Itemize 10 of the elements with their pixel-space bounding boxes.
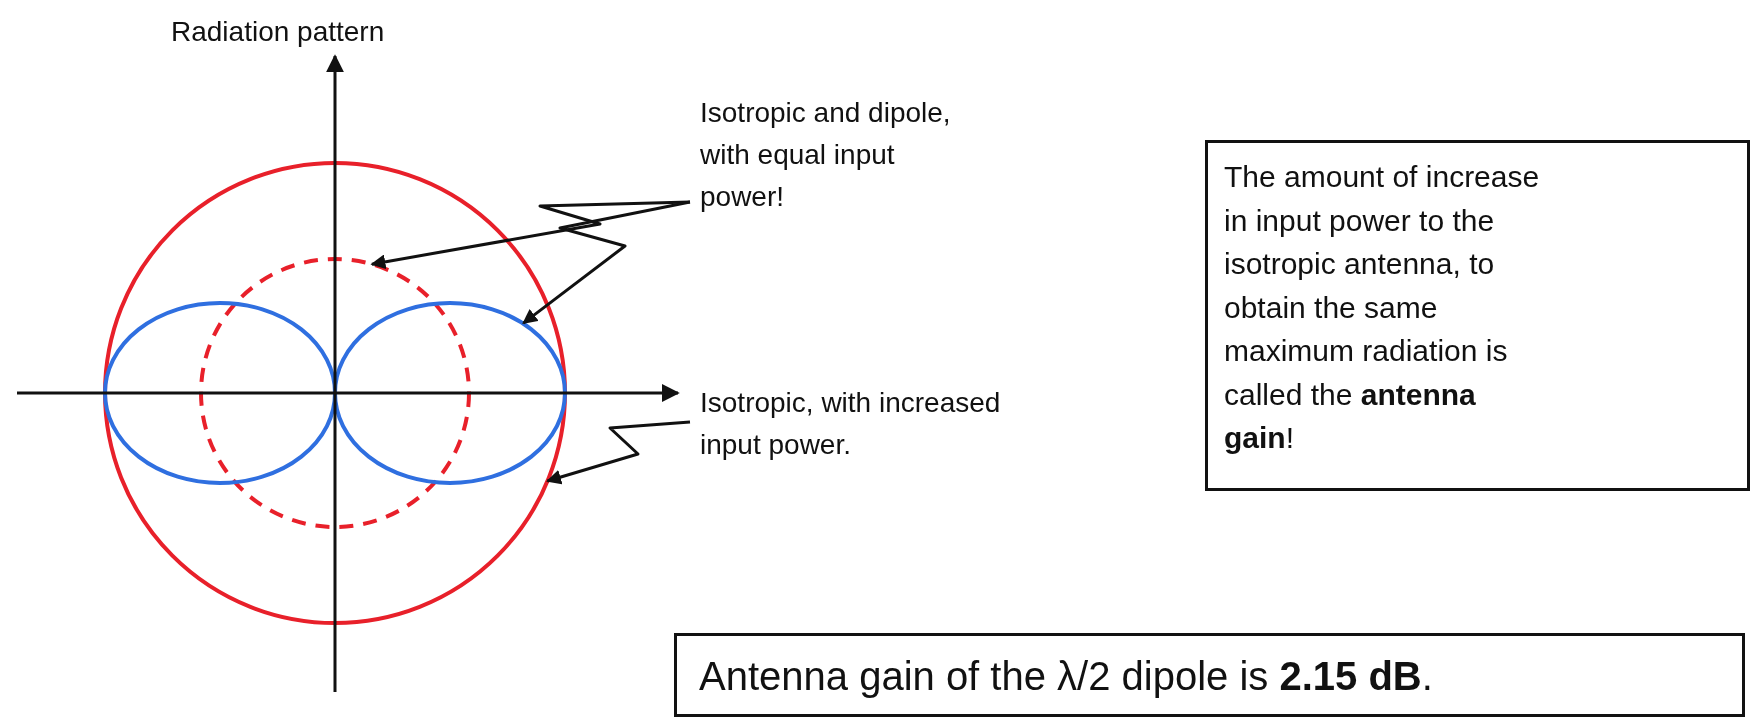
leader-line <box>546 420 691 485</box>
dipole-pattern <box>103 301 567 485</box>
note-box: Antenna gain of the λ/2 dipole is 2.15 dB. <box>674 633 1745 717</box>
dashed-circle-pattern <box>199 257 471 529</box>
circle-pattern <box>103 161 567 625</box>
callout-text: Isotropic and dipole, with equal input power! <box>700 92 955 218</box>
leader-line <box>522 200 691 325</box>
callout-text: Isotropic, with increased input power. <box>700 382 1020 466</box>
axis-label: Radiation pattern <box>171 15 385 49</box>
note-box: The amount of increase in input power to the isotropic antenna, to obtain the same maximum radiation is called the antenna gain! <box>1205 140 1750 491</box>
